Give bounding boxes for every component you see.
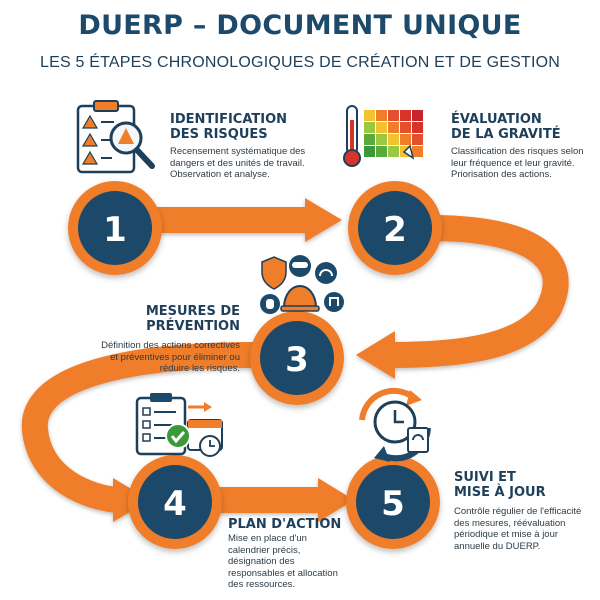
hazard-clipboard-icon <box>76 100 155 174</box>
step-2-description: Classification des risques selon leur fr… <box>451 146 584 180</box>
step-2-title: ÉVALUATION DE LA GRAVITÉ <box>451 112 561 142</box>
step-4-description: Mise en place d'un calendrier précis, dé… <box>228 533 338 590</box>
step-2-number: 2 <box>383 210 407 250</box>
step-3-circle: 3 <box>250 311 344 405</box>
arrow-2-to-3 <box>356 215 569 379</box>
step-5-title: SUIVI ET MISE À JOUR <box>454 470 546 500</box>
safety-equipment-icon <box>260 255 344 314</box>
step-1-number: 1 <box>103 210 127 250</box>
arrow-4-to-5 <box>215 478 354 522</box>
step-4-title: PLAN D'ACTION <box>228 517 342 532</box>
step-3-number: 3 <box>285 340 309 380</box>
step-5-number: 5 <box>381 484 405 524</box>
page-title: DUERP – DOCUMENT UNIQUE <box>78 10 522 41</box>
step-4-number: 4 <box>163 484 187 524</box>
step-3-title: MESURES DE PRÉVENTION <box>145 304 240 334</box>
step-1-title: IDENTIFICATION DES RISQUES <box>170 112 288 142</box>
step-1-description: Recensement systématique des dangers et … <box>170 146 306 180</box>
page-subtitle: LES 5 ÉTAPES CHRONOLOGIQUES DE CRÉATION … <box>39 54 561 71</box>
arrow-1-to-2 <box>150 198 342 242</box>
thermometer-risk-matrix-icon <box>343 105 423 167</box>
step-4-circle: 4 <box>128 455 222 549</box>
step-3-description: Définition des actions correctives et pr… <box>101 340 240 374</box>
checklist-calendar-icon <box>135 393 223 457</box>
clock-refresh-icon <box>359 387 431 462</box>
step-5-description: Contrôle régulier de l'efficacité des me… <box>454 506 582 552</box>
step-1-circle: 1 <box>68 181 162 275</box>
step-5-circle: 5 <box>346 455 440 549</box>
step-2-circle: 2 <box>348 181 442 275</box>
